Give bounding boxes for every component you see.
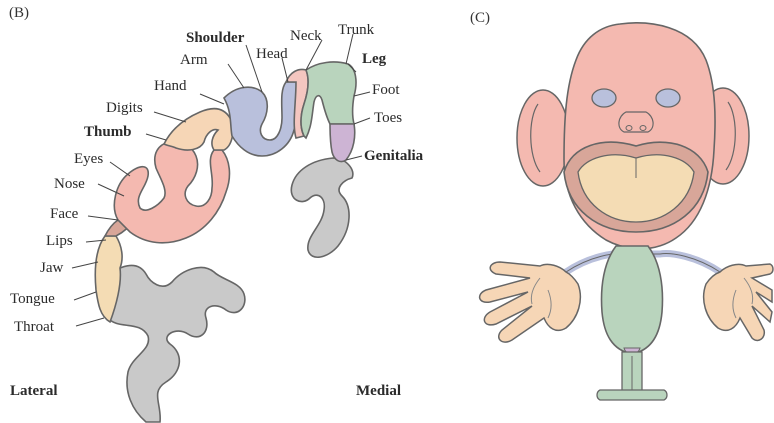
lateral-cortex bbox=[103, 266, 245, 422]
label-eyes: Eyes bbox=[74, 151, 103, 167]
label-lips: Lips bbox=[46, 233, 73, 249]
right-hand bbox=[704, 264, 773, 340]
label-arm: Arm bbox=[180, 52, 208, 68]
panel-c-label: (C) bbox=[470, 10, 490, 26]
left-hand bbox=[480, 262, 581, 342]
panel-c: (C) bbox=[470, 10, 773, 400]
panel-b: (B) bbox=[9, 5, 424, 422]
label-genitalia: Genitalia bbox=[364, 148, 424, 164]
left-ear bbox=[517, 90, 569, 186]
label-jaw: Jaw bbox=[40, 260, 63, 276]
label-foot: Foot bbox=[372, 82, 400, 98]
label-throat: Throat bbox=[14, 319, 55, 335]
label-hand: Hand bbox=[154, 78, 187, 94]
genitalia-region bbox=[330, 124, 355, 162]
torso bbox=[602, 246, 663, 354]
label-thumb: Thumb bbox=[84, 124, 132, 140]
label-head: Head bbox=[256, 46, 288, 62]
label-digits: Digits bbox=[106, 100, 143, 116]
label-face: Face bbox=[50, 206, 79, 222]
right-eye bbox=[656, 89, 680, 107]
arm-region bbox=[224, 82, 298, 156]
hand-region bbox=[164, 109, 233, 150]
left-eye bbox=[592, 89, 616, 107]
label-leg: Leg bbox=[362, 51, 387, 67]
face-region bbox=[114, 142, 229, 243]
label-shoulder: Shoulder bbox=[186, 30, 245, 46]
feet bbox=[597, 390, 667, 400]
medial-cortex bbox=[291, 158, 353, 257]
label-trunk: Trunk bbox=[338, 22, 375, 38]
label-neck: Neck bbox=[290, 28, 322, 44]
label-nose: Nose bbox=[54, 176, 85, 192]
label-toes: Toes bbox=[374, 110, 402, 126]
panel-b-label: (B) bbox=[9, 5, 29, 21]
label-medial: Medial bbox=[356, 383, 401, 399]
label-lateral: Lateral bbox=[10, 383, 57, 399]
nose bbox=[619, 112, 653, 132]
label-tongue: Tongue bbox=[10, 291, 55, 307]
